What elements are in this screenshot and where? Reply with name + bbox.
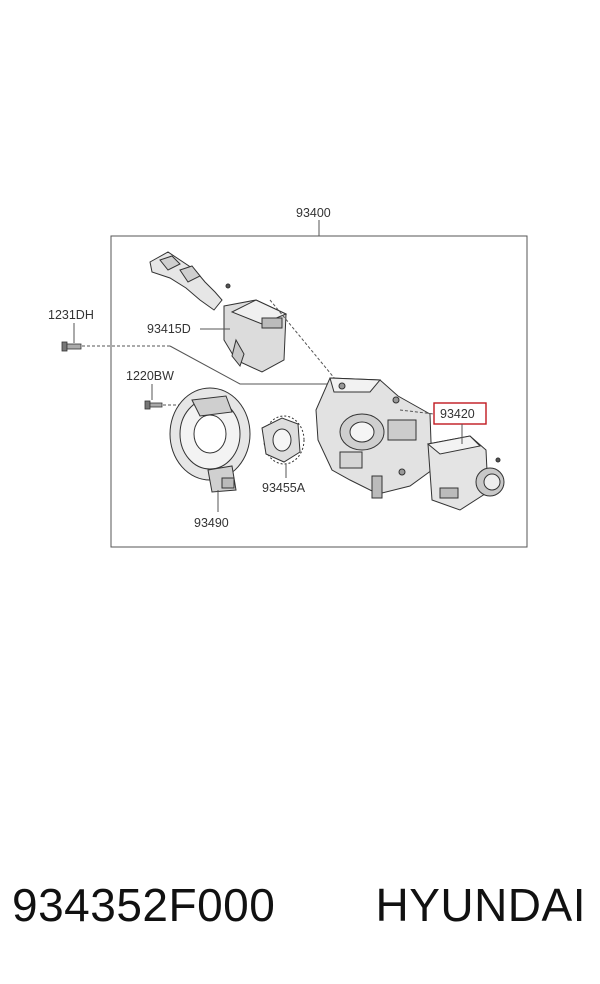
part-number: 934352F000 (12, 879, 276, 931)
clock-spring-93490-icon (169, 387, 251, 493)
lever-switch-93415d-icon (149, 251, 288, 373)
callout-93420-highlight (433, 402, 487, 425)
callout-93415D: 93415D (147, 322, 191, 336)
bolt-1231dh-icon (61, 341, 82, 352)
footer: 934352F000 HYUNDAI (0, 878, 600, 948)
dashed-leader-93415D-body (269, 299, 341, 386)
column-body-icon (315, 377, 433, 499)
leader-1231DH-to-body (169, 345, 340, 385)
callout-1220BW: 1220BW (126, 369, 174, 383)
ring-93455a-icon (261, 415, 305, 465)
callout-93400: 93400 (296, 206, 331, 220)
bolt-1220bw-icon (144, 400, 163, 410)
brand-name: HYUNDAI (375, 879, 586, 931)
lever-switch-93420-icon (426, 435, 505, 511)
callout-1231DH: 1231DH (48, 308, 94, 322)
callout-93420: 93420 (440, 407, 475, 421)
callout-93490: 93490 (194, 516, 229, 530)
dashed-leader-93420 (399, 409, 435, 415)
callout-93455A: 93455A (262, 481, 306, 495)
